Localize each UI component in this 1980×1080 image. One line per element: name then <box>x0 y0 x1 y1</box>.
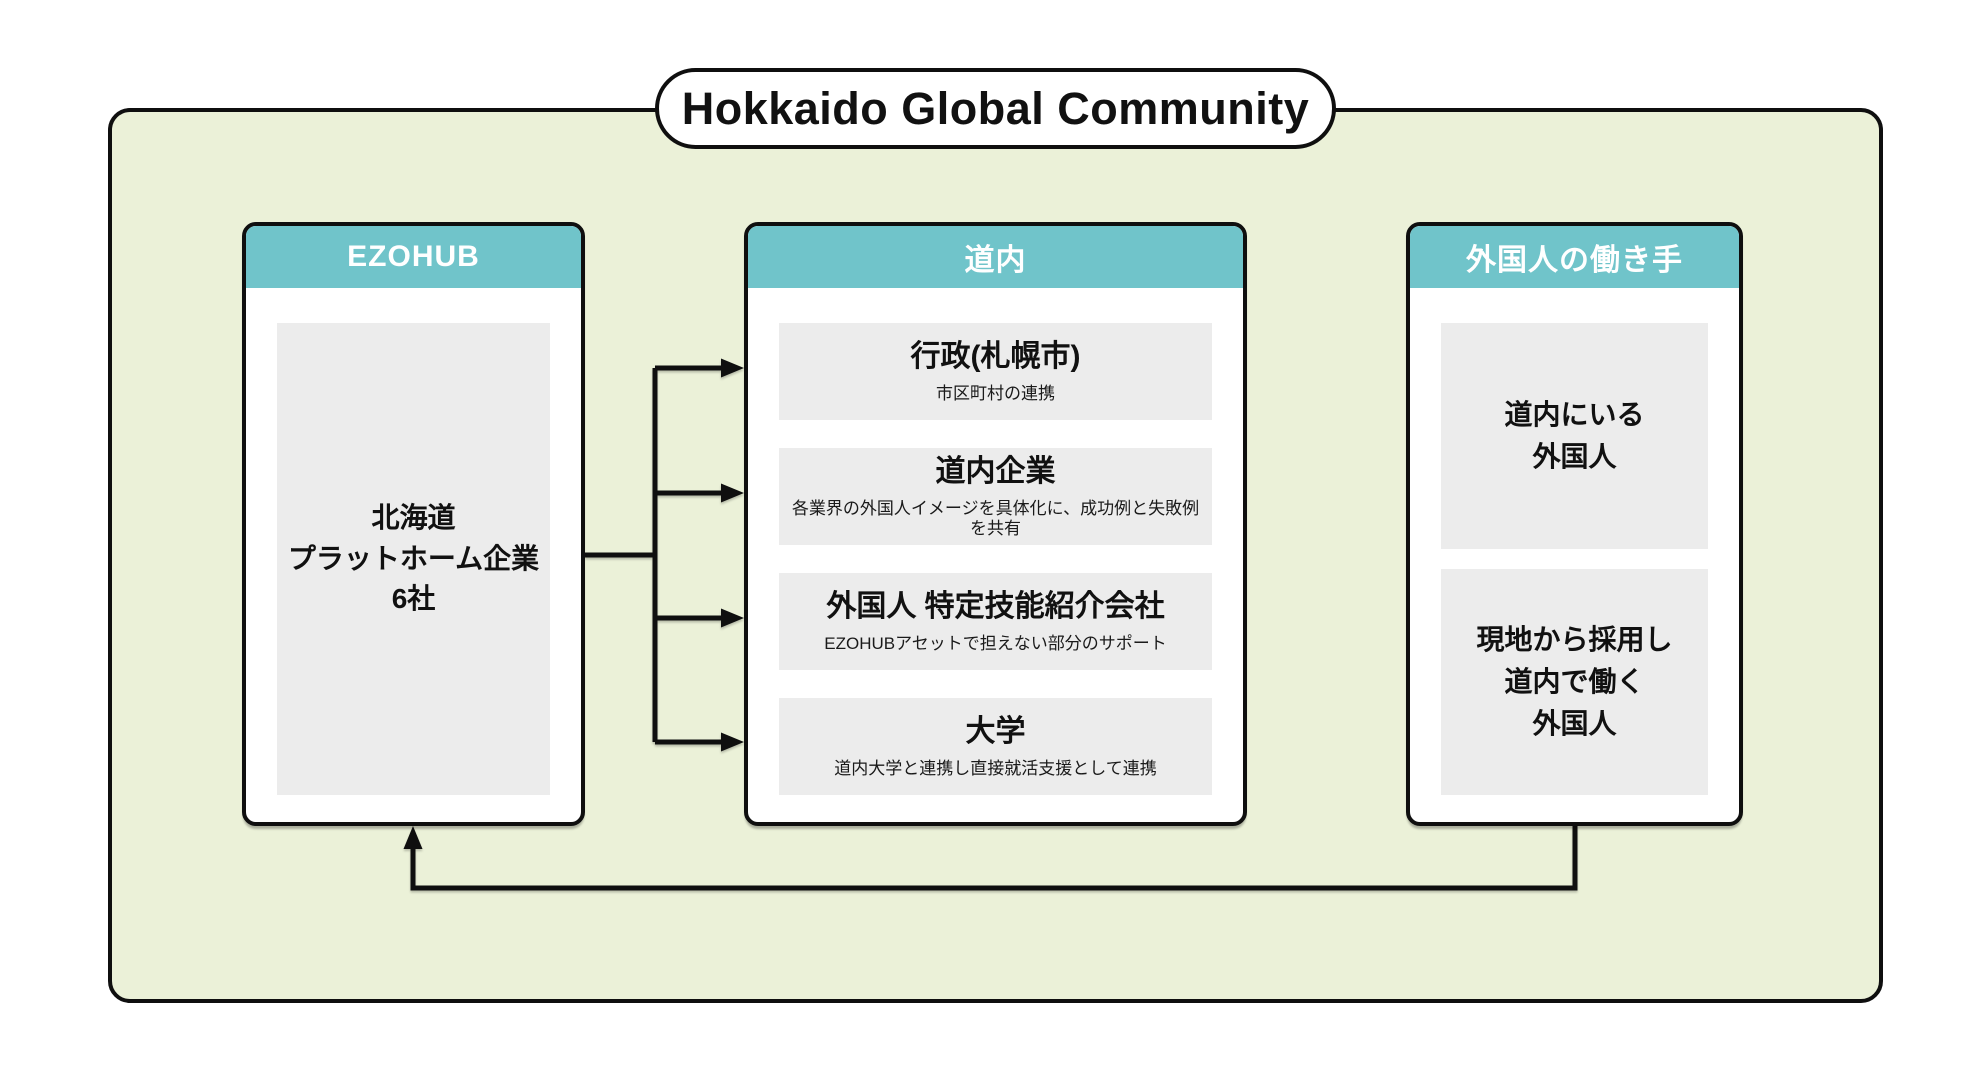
workers-item-recruited: 現地から採用し 道内で働く 外国人 <box>1441 569 1708 795</box>
ezohub-body-text: 北海道 プラットホーム企業 6社 <box>287 502 540 615</box>
dounai-item-subtitle: EZOHUBアセットで担えない部分のサポート <box>824 633 1167 653</box>
dounai-item-agency: 外国人 特定技能紹介会社 EZOHUBアセットで担えない部分のサポート <box>779 573 1212 670</box>
ezohub-header-label: EZOHUB <box>347 240 480 273</box>
workers-body: 道内にいる 外国人 現地から採用し 道内で働く 外国人 <box>1410 288 1739 822</box>
dounai-column: 道内 行政(札幌市) 市区町村の連携 道内企業 各業界の外国人イメージを具体化に… <box>744 222 1247 826</box>
workers-item-list: 道内にいる 外国人 現地から採用し 道内で働く 外国人 <box>1441 323 1708 795</box>
ezohub-body: 北海道 プラットホーム企業 6社 <box>246 288 581 822</box>
dounai-item-companies: 道内企業 各業界の外国人イメージを具体化に、成功例と失敗例を共有 <box>779 448 1212 545</box>
dounai-header-label: 道内 <box>964 244 1027 277</box>
dounai-item-title: 道内企業 <box>935 454 1056 488</box>
dounai-item-title: 外国人 特定技能紹介会社 <box>826 589 1165 623</box>
ezohub-column: EZOHUB 北海道 プラットホーム企業 6社 <box>242 222 585 826</box>
dounai-body: 行政(札幌市) 市区町村の連携 道内企業 各業界の外国人イメージを具体化に、成功… <box>748 288 1243 822</box>
workers-item-in-hokkaido: 道内にいる 外国人 <box>1441 323 1708 549</box>
dounai-header: 道内 <box>748 226 1243 288</box>
workers-header-label: 外国人の働き手 <box>1466 244 1683 277</box>
page-title: Hokkaido Global Community <box>681 82 1310 134</box>
dounai-item-subtitle: 道内大学と連携し直接就活支援として連携 <box>834 758 1157 778</box>
workers-column: 外国人の働き手 道内にいる 外国人 現地から採用し 道内で働く 外国人 <box>1406 222 1743 826</box>
workers-item-text: 現地から採用し 道内で働く 外国人 <box>1476 624 1673 739</box>
dounai-item-title: 大学 <box>965 714 1026 748</box>
ezohub-header: EZOHUB <box>246 226 581 288</box>
dounai-item-university: 大学 道内大学と連携し直接就活支援として連携 <box>779 698 1212 795</box>
dounai-item-government: 行政(札幌市) 市区町村の連携 <box>779 323 1212 420</box>
title-pill: Hokkaido Global Community <box>655 68 1336 149</box>
dounai-item-subtitle: 市区町村の連携 <box>936 383 1055 403</box>
ezohub-body-box: 北海道 プラットホーム企業 6社 <box>277 323 550 795</box>
dounai-item-subtitle: 各業界の外国人イメージを具体化に、成功例と失敗例を共有 <box>791 498 1200 538</box>
workers-header: 外国人の働き手 <box>1410 226 1739 288</box>
dounai-item-list: 行政(札幌市) 市区町村の連携 道内企業 各業界の外国人イメージを具体化に、成功… <box>779 323 1212 795</box>
dounai-item-title: 行政(札幌市) <box>910 339 1081 373</box>
workers-item-text: 道内にいる 外国人 <box>1504 399 1645 472</box>
